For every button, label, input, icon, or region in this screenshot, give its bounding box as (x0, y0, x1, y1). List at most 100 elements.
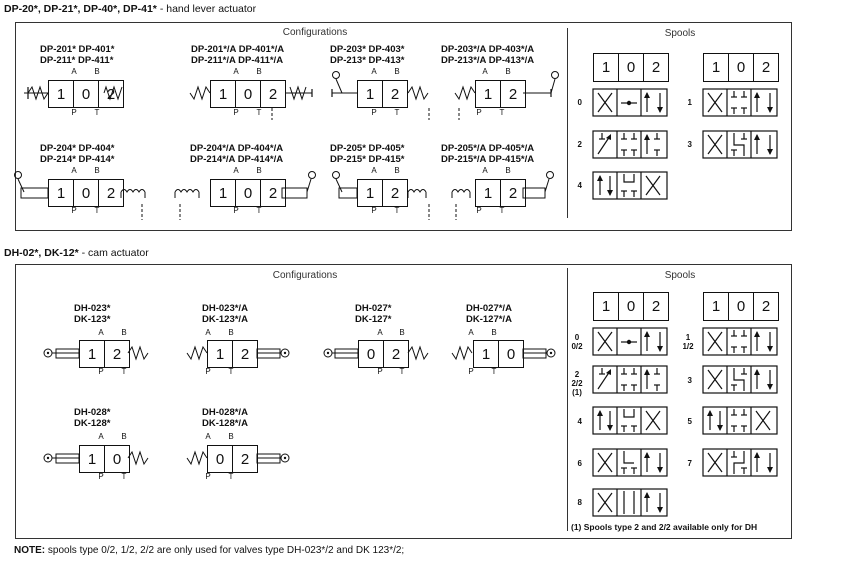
spool-3-symbol-icon (702, 130, 778, 159)
position-cell: 2 (500, 81, 525, 107)
port-b-label: B (256, 67, 262, 76)
section2-divider (567, 268, 568, 531)
lever-spring-actuator-icon (331, 71, 430, 120)
section1-heading-bold: DP-20*, DP-21*, DP-40*, DP-41* (4, 3, 157, 15)
s1-config-7-codes: DP-205* DP-405* DP-215* DP-415* (330, 143, 404, 165)
section2-panel (15, 264, 792, 539)
s2-config-2-symbol: 1 2 (207, 340, 258, 368)
config-code-line: DH-027* (355, 303, 392, 314)
config-code-line: DK-127*/A (466, 314, 512, 325)
spool-number-sub: 2/2 (571, 379, 583, 388)
s1-config-4-codes: DP-203*/A DP-403*/A DP-213*/A DP-413*/A (441, 44, 534, 66)
config-code-line: DP-213* DP-413* (330, 55, 405, 66)
spool-number-sub: 1/2 (682, 342, 694, 351)
s1-config-1-symbol: 1 0 2 (48, 80, 124, 108)
port-a-label: A (205, 328, 211, 337)
spool-number: 6 (577, 459, 582, 468)
position-cell: 1 (481, 345, 491, 363)
port-p-label: P (71, 108, 77, 117)
spring-lever-actuator-icon (189, 85, 313, 120)
port-p-label: P (233, 108, 239, 117)
port-p-label: P (98, 472, 104, 481)
port-p-label: P (468, 367, 474, 376)
position-cell: 0 (215, 450, 225, 468)
port-b-label: B (491, 328, 497, 337)
s2-config-6-symbol: 0 2 (207, 445, 258, 473)
position-cell: 0 (73, 180, 98, 206)
section2-configurations-title: Configurations (272, 270, 338, 281)
spool-1-symbol-icon (702, 88, 778, 117)
spool-0-symbol-icon (592, 88, 668, 117)
spring-cam-actuator-icon (451, 345, 556, 361)
port-a-label: A (98, 328, 104, 337)
s1-config-7-symbol: 1 2 (357, 179, 408, 207)
s2-config-6-codes: DH-028*/A DK-128*/A (202, 407, 248, 429)
port-b-label: B (121, 328, 127, 337)
port-t-label: T (228, 472, 234, 481)
spool-7-symbol-icon (702, 448, 778, 477)
s2-config-5-symbol: 1 0 (79, 445, 130, 473)
config-code-line: DP-205*/A DP-405*/A (441, 143, 535, 154)
config-code-line: DH-028* (74, 407, 111, 418)
s1-config-8-symbol: 1 2 (475, 179, 526, 207)
spool-1-symbol-icon (702, 327, 778, 356)
port-t-label: T (228, 367, 234, 376)
section2-spools-title: Spools (664, 270, 696, 281)
s1-config-3-symbol: 1 2 (357, 80, 408, 108)
config-code-line: DP-205* DP-405* (330, 143, 405, 154)
position-cell: 0 (618, 293, 643, 320)
port-a-label: A (371, 166, 377, 175)
spool-3-symbol-icon (702, 365, 778, 394)
port-a-label: A (377, 328, 383, 337)
s1-config-8-codes: DP-205*/A DP-405*/A DP-215*/A DP-415*/A (441, 143, 534, 165)
port-a-label: A (71, 166, 77, 175)
section2-heading-rest: - cam actuator (78, 247, 149, 259)
port-t-label: T (394, 108, 400, 117)
port-b-label: B (394, 67, 400, 76)
config-code-line: DK-128* (74, 418, 111, 429)
config-code-line: DH-023*/A (202, 303, 248, 314)
config-code-line: DP-203* DP-403* (330, 44, 405, 55)
config-code-line: DK-128*/A (202, 418, 248, 429)
spool-number: 4 (577, 417, 582, 426)
lever-spring-actuator-icon (24, 85, 123, 101)
port-a-label: A (468, 328, 474, 337)
spool-4-symbol-icon (592, 406, 668, 435)
section1-configurations-title: Configurations (282, 27, 348, 38)
port-b-label: B (228, 432, 234, 441)
config-code-line: DP-203*/A DP-403*/A (441, 44, 535, 55)
config-code-line: DP-214*/A DP-414*/A (190, 154, 284, 165)
spool-6-symbol-icon (592, 448, 668, 477)
spool-number: 3 (687, 140, 692, 149)
s1-config-6-codes: DP-204*/A DP-404*/A DP-214*/A DP-414*/A (190, 143, 283, 165)
position-cell: 1 (711, 59, 721, 76)
port-t-label: T (121, 367, 127, 376)
section1-spools-title: Spools (664, 28, 696, 39)
port-p-label: P (377, 367, 383, 376)
section1-divider (567, 28, 568, 218)
position-cell: 1 (87, 345, 97, 363)
s2-spool-header-left: 1 0 2 (593, 292, 669, 321)
port-p-label: P (371, 206, 377, 215)
position-cell: 1 (87, 450, 97, 468)
spool-2-symbol-icon (592, 130, 668, 159)
position-cell: 2 (753, 293, 778, 320)
config-code-line: DP-213*/A DP-413*/A (441, 55, 535, 66)
port-b-label: B (256, 166, 262, 175)
position-cell: 1 (601, 298, 611, 315)
spool-number: 1 1/2 (677, 333, 699, 351)
position-cell: 1 (56, 184, 66, 202)
port-p-label: P (98, 367, 104, 376)
cam-spring-actuator-icon (43, 450, 149, 466)
s1-config-3-codes: DP-203* DP-403* DP-213* DP-413* (330, 44, 404, 66)
config-code-line: DH-027*/A (466, 303, 512, 314)
port-t-label: T (256, 108, 262, 117)
s2-config-3-symbol: 0 2 (358, 340, 409, 368)
spool-number: 0 0/2 (566, 333, 588, 351)
port-p-label: P (205, 367, 211, 376)
spool-number: 3 (687, 376, 692, 385)
spool-number: 0 (577, 98, 582, 107)
note-text: NOTE: spools type 0/2, 1/2, 2/2 are only… (14, 545, 404, 556)
position-cell: 2 (500, 180, 525, 206)
port-b-label: B (399, 328, 405, 337)
